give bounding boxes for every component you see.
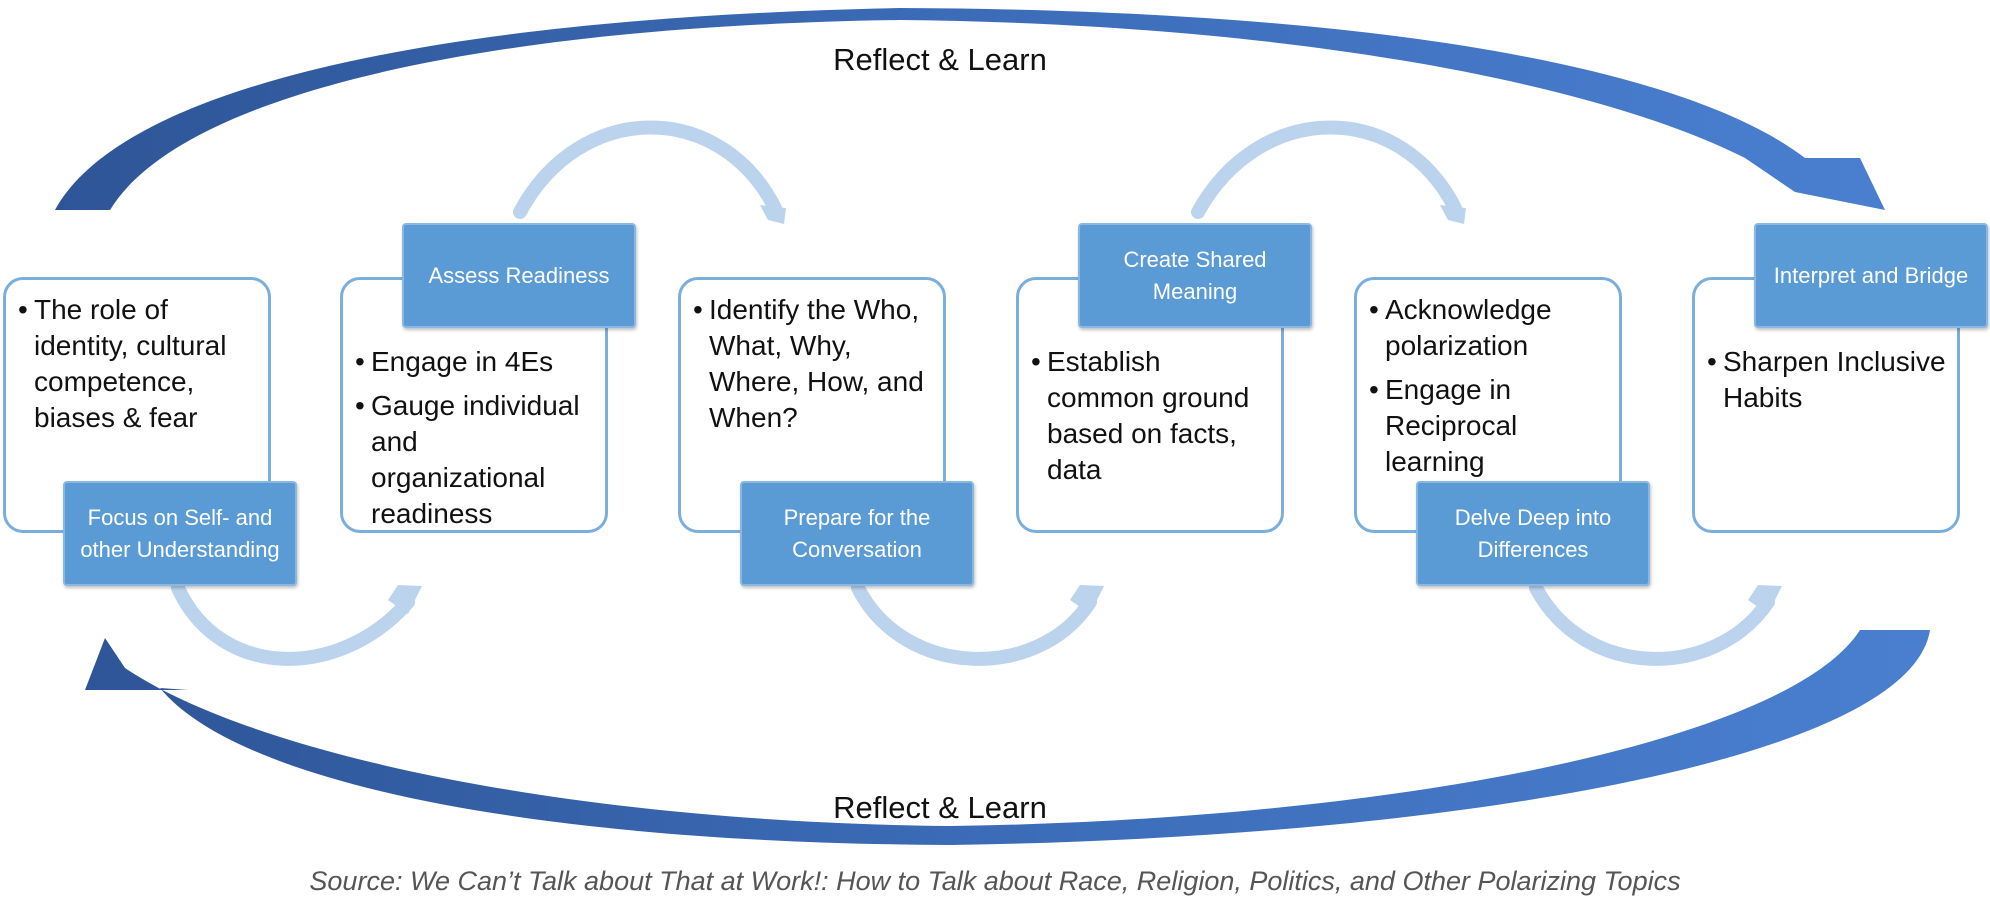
step-3-bullet-1: Identify the Who, What, Why, Where, How,… <box>689 292 933 436</box>
connector-arrowhead-5 <box>1748 585 1782 614</box>
reflect-learn-top-label: Reflect & Learn <box>833 42 1047 77</box>
reflect-learn-top-arrow <box>55 8 1885 210</box>
step-1-label: Focus on Self- and other Understanding <box>63 481 297 586</box>
step-2-label: Assess Readiness <box>402 223 636 328</box>
step-6-label: Interpret and Bridge <box>1754 223 1988 328</box>
connector-arrowhead-3 <box>1070 585 1104 614</box>
source-caption: Source: We Can’t Talk about That at Work… <box>309 866 1681 896</box>
connector-arrow-3 <box>851 581 1097 666</box>
step-5-label: Delve Deep into Differences <box>1416 481 1650 586</box>
connector-arrow-2 <box>513 120 782 219</box>
connector-arrowhead-1 <box>388 585 422 614</box>
step-4-label: Create Shared Meaning <box>1078 223 1312 328</box>
reflect-learn-bottom-arrow <box>85 630 1930 845</box>
step-2-bullet-1: Engage in 4Es <box>351 344 595 380</box>
step-2-bullet-2: Gauge individual and organizational read… <box>351 388 595 532</box>
step-4-bullet-1: Establish common ground based on facts, … <box>1027 344 1271 488</box>
step-1-bullet-1: The role of identity, cultural competenc… <box>14 292 258 436</box>
connector-arrowhead-2 <box>760 205 786 224</box>
connector-arrow-4 <box>1191 120 1462 219</box>
step-6-bullet-1: Sharpen Inclusive Habits <box>1703 344 1947 416</box>
step-5-bullet-2: Engage in Reciprocal learning <box>1365 372 1609 480</box>
connector-arrow-5 <box>1529 581 1775 666</box>
reflect-learn-bottom-label: Reflect & Learn <box>833 790 1047 825</box>
step-5-bullet-1: Acknowledge polarization <box>1365 292 1609 364</box>
connector-arrowhead-4 <box>1440 205 1466 224</box>
connector-arrow-1 <box>171 581 415 666</box>
step-3-label: Prepare for the Conversation <box>740 481 974 586</box>
